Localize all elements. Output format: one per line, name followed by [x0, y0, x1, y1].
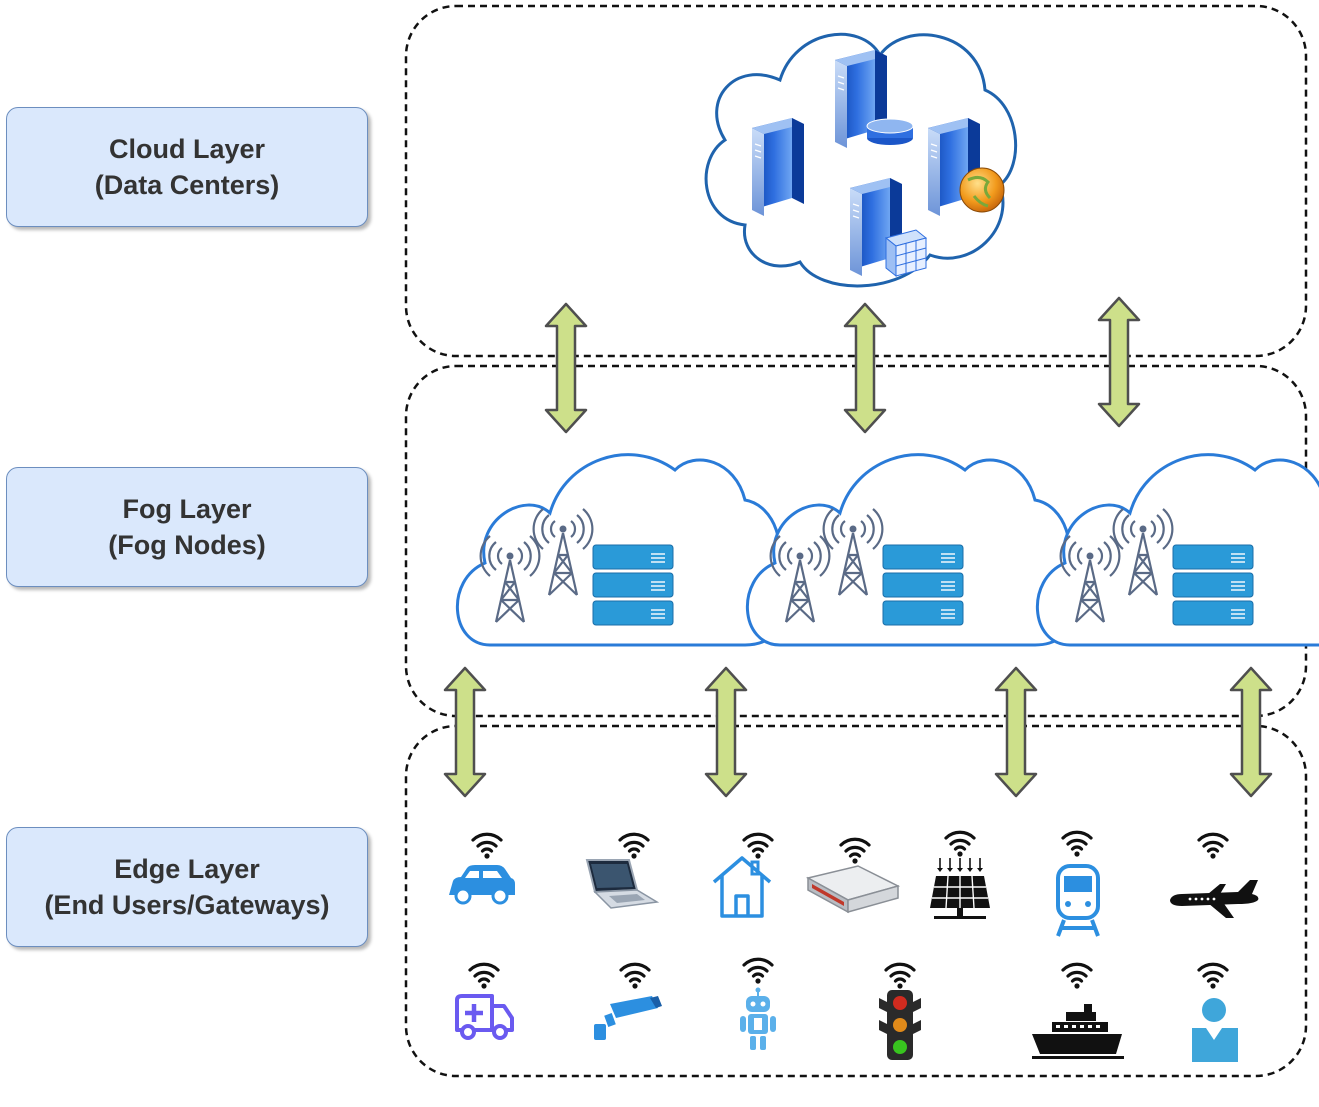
camera-device [594, 962, 662, 1040]
wifi-icon [1061, 962, 1093, 991]
wifi-icon [884, 962, 916, 991]
ambulance-device [455, 962, 514, 1040]
laptop-icon [585, 859, 660, 909]
data-warehouse-server-icon [849, 177, 928, 278]
router-device [805, 837, 901, 914]
fog-node-3 [1035, 453, 1319, 647]
server-rack-icon [882, 544, 964, 626]
wifi-icon [1061, 830, 1093, 859]
fog-edge-arrow-1 [443, 666, 487, 798]
fog-edge-arrow-2 [704, 666, 748, 798]
wifi-icon [944, 830, 976, 859]
edge-layer-label: Edge Layer (End Users/Gateways) [6, 827, 368, 947]
person-icon [1192, 998, 1238, 1062]
solar-panel-icon [930, 858, 990, 919]
cloud-fog-arrow-3 [1097, 296, 1141, 428]
car-icon [449, 865, 515, 905]
cloud-layer-subtitle: (Data Centers) [94, 170, 280, 200]
database-server-icon [834, 49, 914, 149]
ship-device [1032, 962, 1124, 1059]
fog-layer-label: Fog Layer (Fog Nodes) [6, 467, 368, 587]
robot-device [740, 957, 776, 1050]
wifi-icon [468, 962, 500, 991]
fog-node-1 [455, 453, 787, 647]
cloud-layer-container [404, 4, 1308, 358]
wifi-icon [839, 837, 871, 866]
car-device [449, 832, 515, 905]
cloud-fog-arrow-1 [544, 302, 588, 434]
wifi-icon [1197, 832, 1229, 861]
wifi-icon [471, 832, 503, 861]
wifi-icon [742, 832, 774, 861]
fog-layer-title: Fog Layer [122, 494, 252, 524]
server-rack-icon [592, 544, 674, 626]
cloud-layer-title: Cloud Layer [108, 134, 266, 164]
server-rack-icon [1172, 544, 1254, 626]
wifi-icon [619, 962, 651, 991]
ambulance-icon [455, 994, 514, 1040]
train-icon [1056, 864, 1100, 937]
edge-layer-subtitle: (End Users/Gateways) [44, 890, 330, 920]
traffic-light-device [879, 962, 921, 1060]
house-icon [712, 856, 772, 918]
person-device [1192, 962, 1238, 1062]
wifi-icon [618, 832, 650, 861]
wifi-icon [742, 957, 774, 986]
edge-layer-container [404, 724, 1308, 1078]
cloud-layer-label: Cloud Layer (Data Centers) [6, 107, 368, 227]
fog-node-2 [745, 453, 1077, 647]
edge-layer-title: Edge Layer [114, 854, 260, 884]
solar-panel-device [930, 830, 990, 919]
house-device [712, 832, 774, 918]
fog-layer-subtitle: (Fog Nodes) [108, 530, 266, 560]
robot-icon [740, 987, 776, 1050]
fog-edge-arrow-4 [1229, 666, 1273, 798]
train-device [1056, 830, 1100, 937]
ship-icon [1032, 1004, 1124, 1059]
laptop-device [585, 832, 660, 909]
web-server-icon [927, 117, 1005, 217]
airplane-icon [1170, 880, 1259, 918]
airplane-device [1170, 832, 1259, 918]
security-camera-icon [594, 996, 662, 1040]
wifi-icon [1197, 962, 1229, 991]
router-icon [805, 865, 901, 914]
cloud-fog-arrow-2 [843, 302, 887, 434]
data-center-cloud [704, 32, 1018, 288]
traffic-light-icon [879, 990, 921, 1060]
fog-edge-arrow-3 [994, 666, 1038, 798]
